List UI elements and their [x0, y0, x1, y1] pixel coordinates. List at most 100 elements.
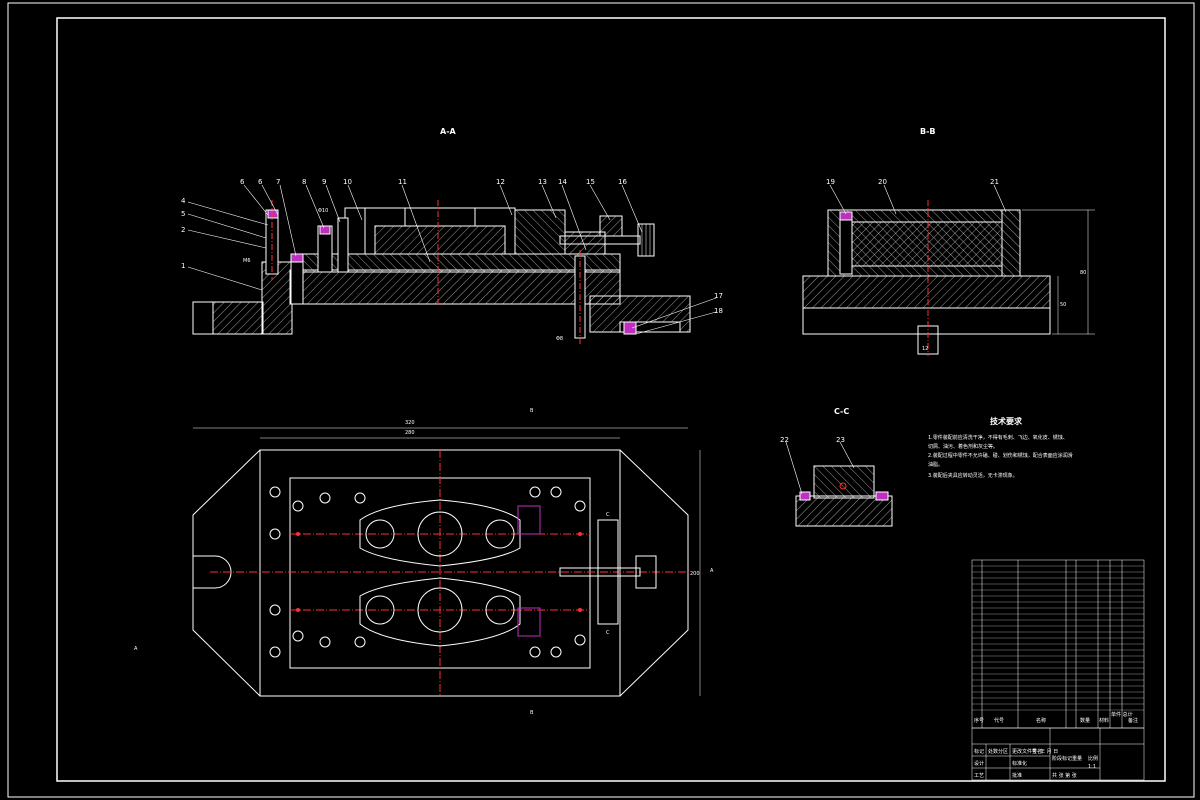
- balloon-16: 16: [618, 178, 627, 186]
- balloon-11: 11: [398, 178, 407, 186]
- workpiece-hatch: [374, 225, 506, 255]
- b-pin-left-head: [839, 211, 853, 221]
- balloon-18: 18: [714, 307, 723, 315]
- bolt-6: [623, 321, 637, 335]
- balloon-6b: 6: [258, 178, 263, 186]
- b-pin-right: [1001, 209, 1021, 277]
- balloon-19: 19: [826, 178, 835, 186]
- dim-width: 200: [690, 571, 700, 577]
- tb-design: 设计: [974, 760, 984, 767]
- dim-bore: 12: [922, 346, 928, 352]
- balloon-2: 2: [181, 226, 185, 234]
- parts-list-header: 序号 代号 名称 数量 材料 单件 总计 备注: [974, 711, 1138, 724]
- workpiece-lower: [359, 577, 521, 647]
- dim-overall-length: 320: [405, 420, 415, 426]
- hdr-material: 材料: [1099, 717, 1109, 724]
- section-mark-a-right: A: [710, 568, 714, 574]
- tb-stage: 阶段标记: [1052, 755, 1072, 762]
- b-base-lower: [802, 307, 1051, 335]
- screw-nut: [599, 215, 623, 237]
- wp-lower-hole-left: [365, 595, 395, 625]
- hdr-qty: 数量: [1080, 717, 1090, 724]
- tb-approve: 批准: [1012, 772, 1022, 779]
- tech-req-title: 技术要求: [990, 416, 1023, 426]
- view-a-a: A-A: [181, 127, 723, 345]
- title-block-text: 标记 处数 分区 更改文件号 签名 年 月 日 设计 标准化 工艺 批准 阶段标…: [974, 748, 1098, 779]
- balloon-12: 12: [496, 178, 505, 186]
- plan-clamp-screw: [559, 567, 641, 577]
- title-block: [971, 727, 1145, 781]
- right-clamp-block: [514, 209, 566, 255]
- balloon-15: 15: [586, 178, 595, 186]
- c-pin-left: [799, 491, 811, 501]
- balloon-8: 8: [302, 178, 306, 186]
- c-hole: [839, 482, 847, 490]
- balloon-leaders-c: [785, 441, 855, 495]
- section-mark-c-bottom: C: [606, 630, 610, 636]
- plan-bolts: [269, 486, 586, 658]
- section-mark-b-bottom: B: [530, 710, 534, 716]
- plan-clamp-pad-1: [517, 505, 541, 535]
- balloon-1: 1: [181, 262, 185, 270]
- tb-zone: 分区: [998, 748, 1008, 755]
- tb-date: 年 月 日: [1040, 748, 1058, 755]
- view-b-b: B-B 80 50 12 19 20 21: [802, 127, 1095, 356]
- c-block: [813, 465, 875, 499]
- clamp-support: [564, 231, 606, 255]
- sheet-inner-border: [56, 17, 1166, 782]
- tb-scale-val: 1:1: [1088, 764, 1096, 770]
- tb-doc: 更改文件号: [1012, 748, 1037, 755]
- dim-bore-small: Φ8: [556, 336, 563, 342]
- tb-sheets: 共 张 第 张: [1052, 772, 1077, 779]
- balloon-14: 14: [558, 178, 567, 186]
- base-plate-section: [289, 269, 621, 305]
- section-mark-c-top: C: [606, 512, 610, 518]
- section-mark-b-top: B: [530, 408, 534, 414]
- tech-req-line-3: 2.装配过程中零件不允许磕、碰、划伤和锈蚀，配合表面应涂润滑: [928, 452, 1073, 459]
- tb-mark: 标记: [974, 748, 984, 755]
- plan-clamp-bracket: [597, 519, 619, 625]
- dim-height-b2: 50: [1060, 302, 1066, 308]
- tb-std: 标准化: [1012, 760, 1027, 767]
- bolt-4: [337, 217, 349, 273]
- dim-inner-length: 280: [405, 430, 415, 436]
- balloon-13: 13: [538, 178, 547, 186]
- locating-pin-2-head: [290, 253, 304, 263]
- hdr-note: 备注: [1128, 717, 1138, 724]
- workpiece-recess: [404, 207, 476, 227]
- balloon-leaders-b: [829, 184, 1007, 215]
- plan-clamp-pad-2: [517, 607, 541, 637]
- view-c-c: C-C 22 23: [780, 407, 893, 527]
- hdr-weight: 单件 总计: [1111, 711, 1133, 718]
- balloon-17: 17: [714, 292, 723, 300]
- balloon-5: 5: [181, 210, 185, 218]
- dim-bore-note: Φ10: [318, 208, 328, 214]
- dim-height-b: 80: [1080, 270, 1086, 276]
- b-base-plate: [802, 275, 1051, 309]
- dim-bore-left: M6: [243, 258, 251, 264]
- view-a-a-title: A-A: [440, 127, 457, 136]
- wp-upper-hole-right: [485, 519, 515, 549]
- b-block-inner: [851, 221, 1003, 267]
- plan-clamp-knob: [635, 555, 657, 589]
- c-pin-right: [875, 491, 889, 501]
- tb-scale: 比例: [1088, 755, 1098, 762]
- hdr-no: 序号: [974, 717, 984, 724]
- locating-pin-1-head: [267, 209, 279, 219]
- view-c-c-title: C-C: [834, 407, 849, 416]
- tb-sign: 签名: [1032, 748, 1042, 755]
- balloon-23: 23: [836, 436, 845, 444]
- wp-upper-hole-mid: [417, 511, 463, 557]
- balloon-6a: 6: [240, 178, 245, 186]
- tech-req-line-1: 1.零件装配前应清洗干净，不得有毛刺、飞边、氧化皮、锈蚀、: [928, 434, 1068, 441]
- view-b-b-title: B-B: [920, 127, 936, 136]
- section-mark-a-left: A: [134, 646, 138, 652]
- wp-lower-hole-right: [485, 595, 515, 625]
- tech-req-line-5: 3.装配后夹具应转动灵活，无卡滞现象。: [928, 472, 1018, 479]
- tb-mass: 重量: [1072, 755, 1082, 762]
- plan-view: 320 280 200: [134, 408, 714, 716]
- balloon-22: 22: [780, 436, 789, 444]
- wp-lower-hole-mid: [417, 587, 463, 633]
- wp-upper-hole-left: [365, 519, 395, 549]
